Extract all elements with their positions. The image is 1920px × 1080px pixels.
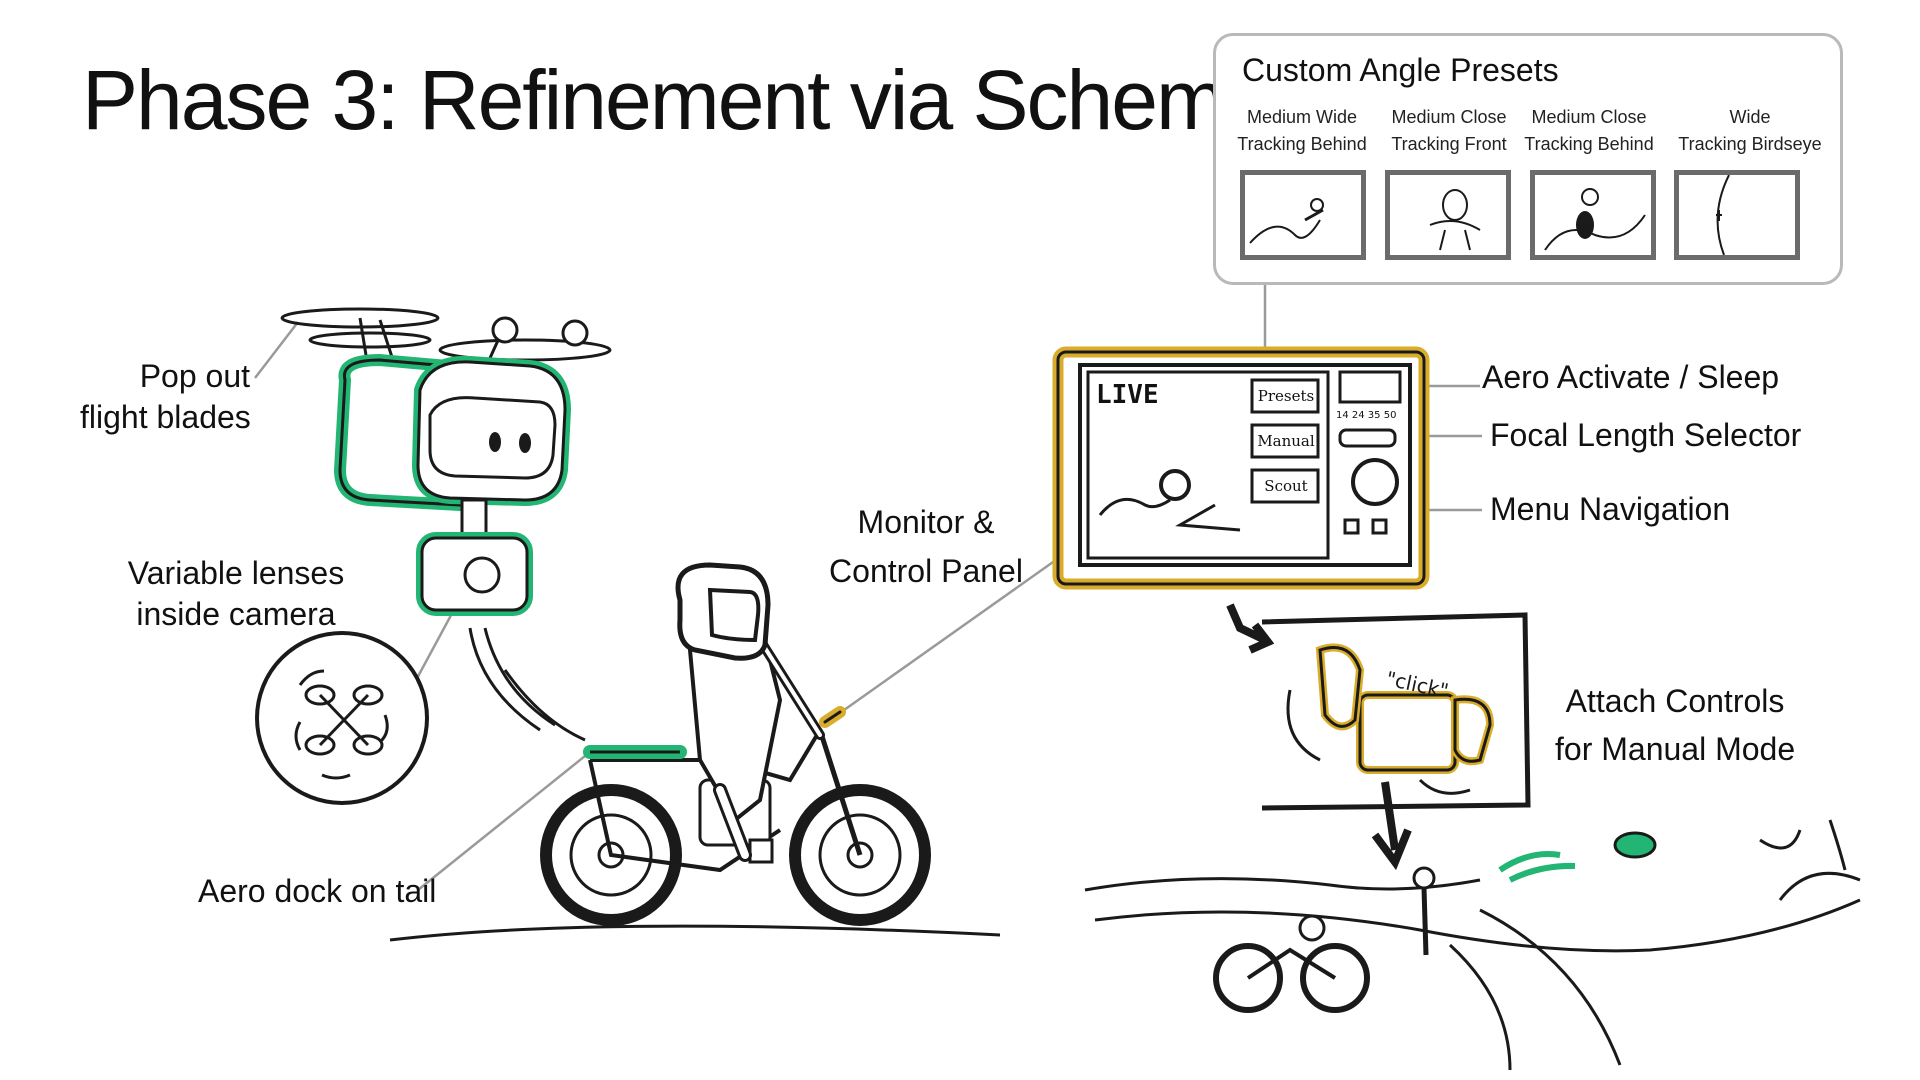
drone-sketch (280, 307, 612, 742)
monitor-line2: Control Panel (829, 553, 1023, 589)
aero-activate-label: Aero Activate / Sleep (1482, 359, 1780, 395)
preset-caption-1: Medium Wide Tracking Behind (1227, 104, 1377, 158)
preset-thumbnail-4[interactable] (1674, 170, 1800, 260)
preset-4-sketch (1716, 174, 1730, 256)
preset-thumbnail-1[interactable] (1240, 170, 1366, 260)
preset-caption-4: Wide Tracking Birdseye (1675, 104, 1825, 158)
lens-detail (255, 631, 429, 805)
monitor-control-label: Monitor & Control Panel (826, 498, 1026, 596)
presets-title: Custom Angle Presets (1242, 52, 1559, 88)
preset-thumbnail-2[interactable] (1385, 170, 1511, 260)
monitor-presets-button[interactable]: Presets (1257, 387, 1315, 405)
preset-2-line2: Tracking Front (1391, 134, 1507, 154)
attach-controls-label: Attach Controls for Manual Mode (1555, 677, 1795, 773)
monitor-sketch (1052, 346, 1430, 590)
preset-3-line1: Medium Close (1531, 107, 1647, 127)
monitor-line1: Monitor & (857, 504, 995, 540)
menu-navigation-label: Menu Navigation (1490, 491, 1731, 527)
landscape-sketch (1084, 819, 1861, 1071)
preset-1-line2: Tracking Behind (1237, 134, 1367, 154)
monitor-live-text: LIVE (1096, 380, 1159, 410)
aero-dock-label: Aero dock on tail (198, 873, 437, 909)
preset-3-line2: Tracking Behind (1524, 134, 1654, 154)
ground-line (389, 924, 1001, 942)
custom-angle-presets-panel: Custom Angle Presets Medium Wide Trackin… (1213, 33, 1843, 285)
attach-line1: Attach Controls (1565, 683, 1785, 719)
preset-4-line1: Wide (1729, 107, 1771, 127)
monitor-scout-button[interactable]: Scout (1264, 477, 1308, 495)
lenses-line2: inside camera (136, 596, 336, 632)
preset-1-line1: Medium Wide (1246, 107, 1358, 127)
variable-lenses-label: Variable lenses inside camera (120, 553, 352, 635)
preset-thumbnail-3[interactable] (1530, 170, 1656, 260)
lenses-line1: Variable lenses (127, 555, 345, 591)
focal-length-label: Focal Length Selector (1490, 417, 1802, 453)
preset-2-line1: Medium Close (1391, 107, 1507, 127)
pop-out-line2: flight blades (80, 399, 251, 435)
pop-out-blades-label: Pop out flight blades (80, 356, 251, 438)
pop-out-line1: Pop out (139, 358, 250, 394)
focal-length-marks: 14 24 35 50 (1336, 410, 1397, 421)
preset-3-sketch (1544, 188, 1646, 251)
preset-1-sketch (1249, 198, 1324, 244)
preset-4-line2: Tracking Birdseye (1678, 134, 1822, 154)
monitor-manual-button[interactable]: Manual (1257, 432, 1315, 450)
page-title: Phase 3: Refinement via Schematics (82, 53, 1389, 147)
attach-controls-sketch: "click" (1226, 603, 1531, 871)
preset-2-sketch (1429, 189, 1481, 251)
attach-line2: for Manual Mode (1555, 731, 1796, 767)
motorcycle-sketch (540, 562, 931, 926)
preset-caption-2: Medium Close Tracking Front (1374, 104, 1524, 158)
preset-caption-3: Medium Close Tracking Behind (1514, 104, 1664, 158)
